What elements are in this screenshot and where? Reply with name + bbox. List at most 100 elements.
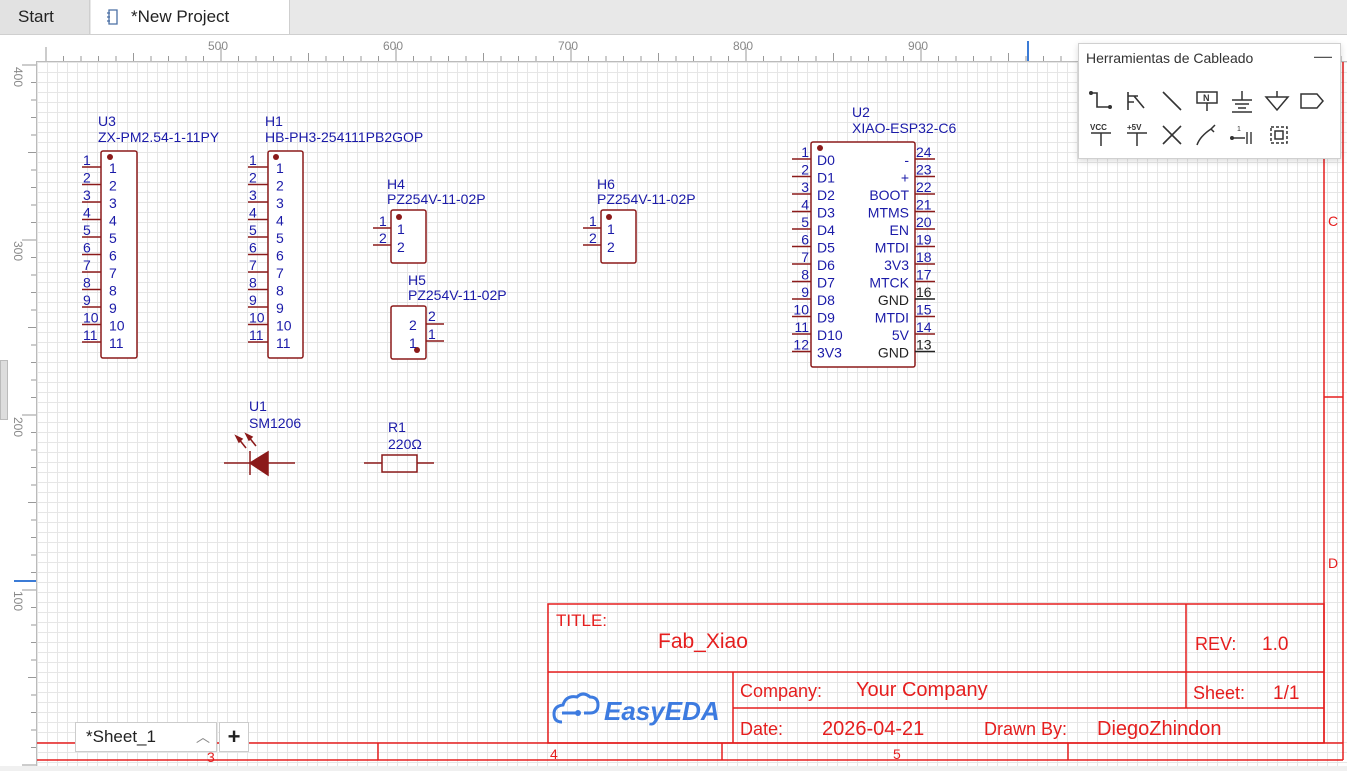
u2-left-pin-name: D3	[817, 205, 835, 221]
component-u1[interactable]: U1 SM1206	[224, 398, 301, 477]
sheet-tab-label: *Sheet_1	[86, 727, 156, 746]
u2-left-pin-number: 8	[801, 267, 809, 283]
u2-right-pin-number: 22	[916, 179, 932, 195]
ruler-label-100: 100	[11, 591, 25, 611]
h6-pin-name-1: 1	[607, 221, 615, 237]
ruler-label-400: 400	[11, 67, 25, 87]
easyeda-logo-text: EasyEDA	[604, 696, 720, 726]
probe-icon[interactable]	[1194, 122, 1220, 148]
ruler-label-700: 700	[558, 39, 578, 53]
h1-pin-number: 11	[249, 327, 264, 343]
u2-right-pin-name: -	[904, 152, 909, 168]
group-icon[interactable]	[1266, 122, 1292, 148]
ruler-label-800: 800	[733, 39, 753, 53]
u2-right-pin-number: 16	[916, 284, 932, 300]
h1-ref: H1	[265, 113, 283, 129]
u2-left-pin-name: 3V3	[817, 345, 842, 361]
u2-right-pin-number: 13	[916, 337, 932, 353]
h1-pin-number: 1	[249, 152, 257, 168]
tab-start[interactable]: Start	[0, 0, 90, 34]
h4-pin-name-1: 1	[397, 221, 405, 237]
u2-right-pin-name: MTDI	[875, 310, 909, 326]
u3-pin-name: 4	[109, 213, 117, 229]
u3-pin-name: 5	[109, 230, 117, 246]
u3-pin-name: 7	[109, 265, 117, 281]
component-h5[interactable]: H5 PZ254V-11-02P 2 1 2 1	[390, 272, 507, 360]
u3-pin-number: 5	[83, 222, 91, 238]
bus-icon[interactable]	[1124, 88, 1150, 114]
u2-left-pin-name: D9	[817, 310, 835, 326]
plus5v-icon[interactable]: +5V	[1124, 122, 1150, 148]
wire-icon[interactable]	[1088, 88, 1114, 114]
u2-right-pin-number: 24	[916, 144, 932, 160]
u3-pin-name: 1	[109, 160, 117, 176]
h1-pin-number: 8	[249, 275, 257, 291]
rev-value: 1.0	[1262, 634, 1288, 655]
panel-minimize-button[interactable]: —	[1314, 46, 1332, 66]
u2-right-pin-name: GND	[878, 345, 909, 361]
u2-right-pin-name: GND	[878, 292, 909, 308]
tab-project-label: *New Project	[131, 7, 230, 26]
u2-left-pin-name: D10	[817, 327, 843, 343]
u3-pin-number: 9	[83, 292, 91, 308]
vcc-icon-label: VCC	[1090, 123, 1107, 132]
pin-icon[interactable]: 1	[1229, 122, 1255, 148]
h6-pin-num-1: 1	[589, 213, 597, 229]
vcc-icon[interactable]: VCC	[1088, 122, 1114, 148]
ground-icon[interactable]	[1229, 88, 1255, 114]
h1-pin-name: 1	[276, 160, 284, 176]
schematic-canvas[interactable]: C D 3 4 5 TITLE: Fab_Xiao REV: 1.0 Compa…	[37, 62, 1347, 766]
chevron-up-icon[interactable]: ︿	[196, 729, 210, 745]
no-connect-icon[interactable]	[1159, 122, 1185, 148]
u2-left-pin-number: 6	[801, 232, 809, 248]
schematic-drawing: C D 3 4 5 TITLE: Fab_Xiao REV: 1.0 Compa…	[37, 62, 1344, 765]
u2-right-pin-name: MTMS	[868, 205, 909, 221]
component-h4[interactable]: H4 PZ254V-11-02P 1 2 1 2	[373, 176, 486, 264]
u2-right-pin-number: 20	[916, 214, 932, 230]
drawn-by-value: DiegoZhindon	[1097, 718, 1222, 740]
add-sheet-button[interactable]: +	[219, 722, 249, 752]
date-label: Date:	[740, 719, 783, 739]
sheet-tab-1[interactable]: *Sheet_1 ︿	[75, 722, 217, 752]
u2-ref: U2	[852, 104, 870, 120]
h1-pin-name: 9	[276, 300, 284, 316]
h1-pin-number: 6	[249, 240, 257, 256]
h4-pin-num-2: 2	[379, 230, 387, 246]
u2-right-pin-name: +	[901, 170, 909, 186]
u3-ref: U3	[98, 113, 116, 129]
u2-left-pin-name: D1	[817, 170, 835, 186]
line-icon[interactable]	[1159, 88, 1185, 114]
ruler-label-500: 500	[208, 39, 228, 53]
u2-left-pin-number: 12	[793, 337, 809, 353]
net-label-icon[interactable]: N	[1194, 88, 1220, 114]
h1-pin-number: 10	[249, 310, 265, 326]
net-port-icon[interactable]	[1299, 88, 1325, 114]
component-r1[interactable]: R1 220Ω	[364, 419, 434, 473]
u2-left-pin-name: D5	[817, 240, 835, 256]
u3-pin-number: 2	[83, 170, 91, 186]
u3-pin-name: 6	[109, 248, 117, 264]
u3-pin-number: 6	[83, 240, 91, 256]
tab-new-project[interactable]: *New Project	[91, 0, 290, 34]
drawn-by-label: Drawn By:	[984, 719, 1067, 739]
gnd-arrow-icon[interactable]	[1264, 88, 1290, 114]
u3-pin-number: 10	[83, 310, 99, 326]
u2-left-pin-number: 11	[794, 319, 809, 335]
u2-left-pin-number: 4	[801, 197, 809, 213]
u2-left-pin-name: D4	[817, 222, 835, 238]
u2-right-pin-number: 14	[916, 319, 932, 335]
sheet-label: Sheet:	[1193, 683, 1245, 703]
left-panel-collapse-handle[interactable]	[0, 360, 8, 420]
u2-right-pin-name: BOOT	[869, 187, 909, 203]
u2-left-pin-number: 2	[801, 162, 809, 178]
tab-start-label: Start	[18, 7, 54, 26]
u3-pin-name: 9	[109, 300, 117, 316]
component-h6[interactable]: H6 PZ254V-11-02P 1 2 1 2	[583, 176, 696, 264]
u2-left-pin-number: 10	[793, 302, 809, 318]
resistor-symbol	[364, 454, 434, 473]
